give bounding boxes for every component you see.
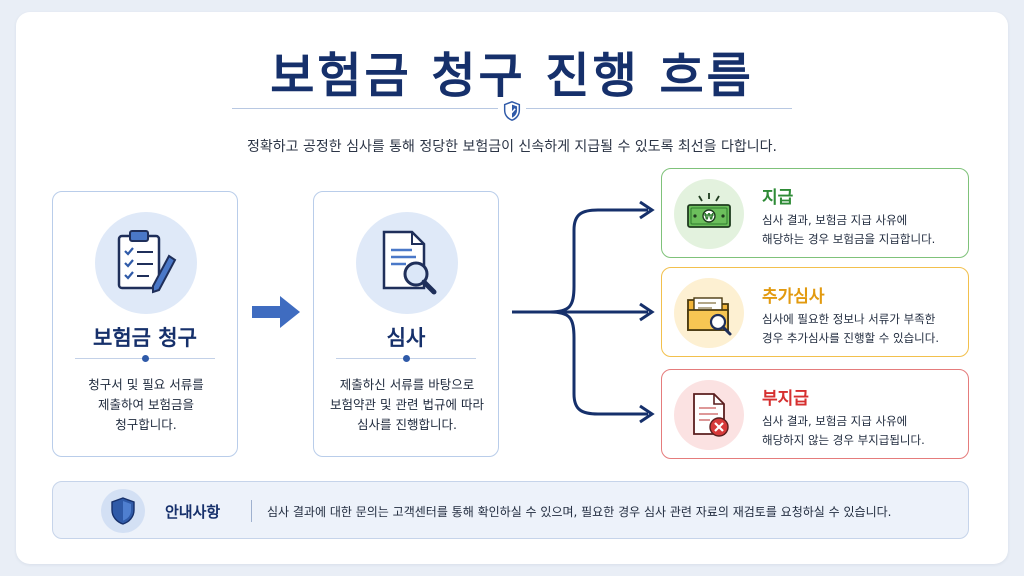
outcome-description: 심사 결과, 보험금 지급 사유에 해당하지 않는 경우 부지급됩니다.: [762, 414, 925, 447]
title-divider-right: [526, 108, 792, 109]
shield-icon: [111, 497, 135, 525]
document-rejected-icon: [693, 393, 729, 437]
outcome-description: 심사에 필요한 정보나 서류가 부족한 경우 추가심사를 진행할 수 있습니다.: [762, 312, 939, 345]
clipboard-checklist-icon: [117, 230, 177, 294]
step-icon-circle: [95, 212, 197, 314]
notice-icon-circle: [101, 489, 145, 533]
step-description: 제출하신 서류를 바탕으로 보험약관 및 관련 법규에 따라 심사를 진행합니다…: [330, 377, 484, 432]
step-review-card: 심사 제출하신 서류를 바탕으로 보험약관 및 관련 법규에 따라 심사를 진행…: [313, 191, 499, 457]
title-divider-left: [232, 108, 498, 109]
page-title: 보험금 청구 진행 흐름: [270, 48, 754, 104]
document-magnifier-icon: [382, 230, 437, 295]
outcome-title: 추가심사: [762, 287, 825, 307]
notice-title: 안내사항: [165, 503, 221, 521]
notice-text: 심사 결과에 대한 문의는 고객센터를 통해 확인하실 수 있으며, 필요한 경…: [267, 505, 892, 519]
outcome-additional-review-card: 추가심사 심사에 필요한 정보나 서류가 부족한 경우 추가심사를 진행할 수 …: [661, 267, 969, 357]
outcome-icon-circle: [674, 380, 744, 450]
step-claim-card: 보험금 청구 청구서 및 필요 서류를 제출하여 보험금을 청구합니다.: [52, 191, 238, 457]
svg-text:₩: ₩: [704, 213, 714, 223]
outcome-denied-card: 부지급 심사 결과, 보험금 지급 사유에 해당하지 않는 경우 부지급됩니다.: [661, 369, 969, 459]
shield-icon: [503, 101, 521, 121]
step-title: 심사: [386, 326, 426, 350]
step-icon-circle: [356, 212, 458, 314]
step-divider-dot: [142, 355, 149, 362]
folder-search-icon: [687, 297, 732, 336]
outcome-description: 심사 결과, 보험금 지급 사유에 해당하는 경우 보험금을 지급합니다.: [762, 213, 936, 246]
step-title: 보험금 청구: [93, 326, 197, 350]
outcome-pay-card: ₩ 지급 심사 결과, 보험금 지급 사유에 해당하는 경우 보험금을 지급합니…: [661, 168, 969, 258]
step-divider-dot: [403, 355, 410, 362]
notice-bar: 안내사항 심사 결과에 대한 문의는 고객센터를 통해 확인하실 수 있으며, …: [52, 481, 969, 539]
branch-arrows: [512, 200, 655, 424]
subtitle: 정확하고 공정한 심사를 통해 정당한 보험금이 신속하게 지급될 수 있도록 …: [247, 139, 777, 155]
outcome-icon-circle: [674, 278, 744, 348]
notice-divider: [251, 500, 252, 522]
outcome-icon-circle: ₩: [674, 179, 744, 249]
outcome-title: 지급: [762, 188, 794, 208]
arrow-right-icon: [252, 296, 300, 328]
banknote-won-icon: ₩: [687, 193, 731, 228]
outcome-title: 부지급: [762, 389, 809, 409]
step-description: 청구서 및 필요 서류를 제출하여 보험금을 청구합니다.: [88, 377, 204, 432]
